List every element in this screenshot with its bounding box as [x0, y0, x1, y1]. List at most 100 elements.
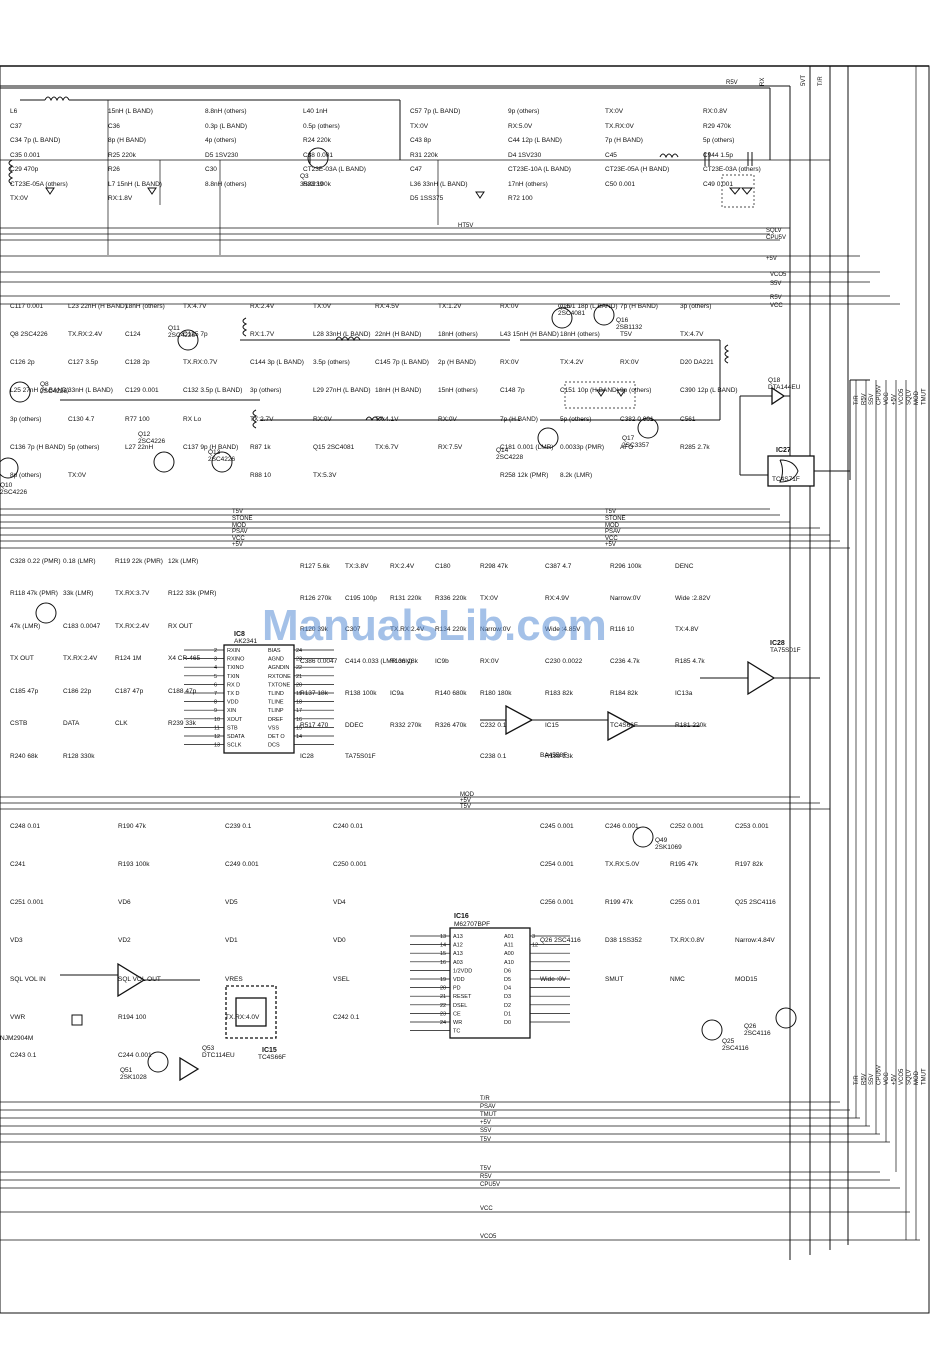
component-label: C232 0.1 [480, 722, 507, 729]
component-label: VD0 [333, 937, 346, 944]
component-label: D5 1SV230 [205, 152, 239, 159]
component-label: C124 [125, 331, 141, 338]
vertical-bus-label: T/R [854, 1075, 860, 1085]
q3-ref: Q3 [300, 173, 309, 180]
component-label: RX:5.0V [508, 123, 533, 130]
ic8-part: AK2341 [234, 638, 258, 645]
top-net-label: 5VT [801, 75, 807, 86]
ic-pin-number: 15 [440, 951, 446, 957]
component-label: 5p (others) [703, 137, 734, 144]
component-label: TX:0V [313, 303, 332, 310]
ic-pin-name: DCS [268, 743, 280, 749]
component-label: 5p (others) [68, 444, 99, 451]
bus-label: T5V [605, 509, 616, 515]
component-label: C186 22p [63, 688, 92, 695]
component-label: C252 0.001 [670, 823, 704, 830]
ic-pin-name: STB [227, 725, 238, 731]
component-label: R118 47k (PMR) [10, 590, 58, 597]
bus-label: STONE [605, 516, 626, 522]
component-label: TX:4.1V [375, 416, 399, 423]
component-label: Q15 2SC4081 [313, 444, 355, 451]
component-label: C254 0.001 [540, 861, 574, 868]
ic-pin-number: 13 [214, 743, 220, 749]
ic15-block: IC15 TC4S66F [225, 985, 286, 1061]
component-label: C148 7p [500, 387, 525, 394]
component-label: C256 0.001 [540, 899, 574, 906]
q49-part: 2SK1069 [655, 844, 682, 851]
component-label: C57 7p (L BAND) [410, 108, 460, 115]
component-label: R124 1M [115, 655, 141, 662]
component-label: C49 0.001 [703, 181, 733, 188]
component-label: C239 0.1 [225, 823, 252, 830]
ic-pin-number: 24 [296, 648, 302, 654]
component-label: CT23E-05A (others) [10, 181, 68, 188]
component-label: Wide :0V [540, 976, 567, 983]
ic13a-symbol [117, 962, 146, 998]
ic28-ref: IC28 [770, 640, 785, 647]
q51-part: 2SK1028 [120, 1074, 147, 1081]
component-label: IC9a [390, 690, 404, 697]
bus-label: T/R [480, 1096, 490, 1102]
component-label: 4p (others) [205, 137, 236, 144]
ic16-pins: A1313A1214A1315A03161/2VDDVDD19PD20RESET… [410, 934, 570, 1035]
component-label: C241 [10, 861, 26, 868]
component-label: RX:1.7V [250, 331, 275, 338]
component-label: C183 0.0047 [63, 623, 101, 630]
component-label: R29 470k [703, 123, 732, 130]
ic-pin-name: AGND [268, 657, 284, 663]
component-label: C187 47p [115, 688, 144, 695]
ic9-part: BA4558F [540, 752, 567, 759]
component-label: TC4S66F [610, 722, 638, 729]
ic-pin-number: 14 [296, 734, 302, 740]
component-label: C185 47p [10, 688, 39, 695]
component-label: C244 0.001 [118, 1052, 152, 1059]
ic-pin-name: D0 [504, 1020, 511, 1026]
q14-part: 2SC4228 [496, 454, 523, 461]
component-label: C243 0.1 [10, 1052, 37, 1059]
opamps: IC28 TA75S01F BA4558F NJM2904M [0, 640, 820, 1082]
ic-pin-name: BIAS [268, 648, 281, 654]
ic-pin-number: 2 [214, 648, 217, 654]
component-label: CT23E-10A (L BAND) [508, 166, 571, 173]
component-label: R190 47k [118, 823, 147, 830]
q8-part: 2SC4226 [40, 388, 67, 395]
component-label: R120 39k [300, 626, 329, 633]
ic-pin-name: DREF [268, 717, 284, 723]
component-label: CT23E-05A (H BAND) [605, 166, 669, 173]
component-label: 0.0033p (PMR) [560, 444, 604, 451]
component-label: RX:0V [438, 416, 457, 423]
component-label: R180 180k [480, 690, 512, 697]
component-label: C307 [345, 626, 361, 633]
ic-pin-name: A13 [453, 951, 463, 957]
component-label: TX:0V [10, 195, 29, 202]
component-label: SQL VOL IN [10, 976, 46, 983]
component-label: C117 0.001 [10, 303, 44, 310]
ic-pin-number: 9 [214, 708, 217, 714]
component-label: L29 27nH (L BAND) [313, 387, 371, 394]
ic-pin-name: D3 [504, 994, 511, 1000]
ic-pin-name: A10 [504, 960, 514, 966]
vertical-bus-label: CPU5V [877, 1065, 883, 1085]
vertical-bus-label: TMUT [922, 1068, 928, 1085]
component-label: R24 220k [303, 137, 332, 144]
component-label: C145 7p (L BAND) [375, 359, 429, 366]
q15-part: 2SC4081 [558, 310, 585, 317]
component-label: VSEL [333, 976, 350, 983]
component-label: SQL VOL OUT [118, 976, 161, 983]
component-label: C249 0.001 [225, 861, 259, 868]
component-label: T5V [620, 331, 633, 338]
bus-label: HT5V [458, 223, 473, 229]
bus-label: R5V [770, 295, 782, 301]
component-label: C414 0.033 (LMR only) [345, 658, 412, 665]
right-bus-labels: T/RT/RR5VR5VS5VS5VCPU5VCPU5VVCCVCC+5V+5V… [854, 385, 928, 1085]
component-label: 8p (H BAND) [108, 137, 146, 144]
ic-pin-number: 16 [440, 960, 446, 966]
ic-pin-name: XIN [227, 708, 236, 714]
component-label: R88 10 [250, 472, 271, 479]
component-label: D5 1SS375 [410, 195, 444, 202]
component-label: IC13a [675, 690, 693, 697]
q12-ref: Q12 [138, 431, 151, 438]
ic16-block: IC16 M62707BPF [449, 913, 531, 1039]
component-label: 33k (LMR) [63, 590, 93, 597]
